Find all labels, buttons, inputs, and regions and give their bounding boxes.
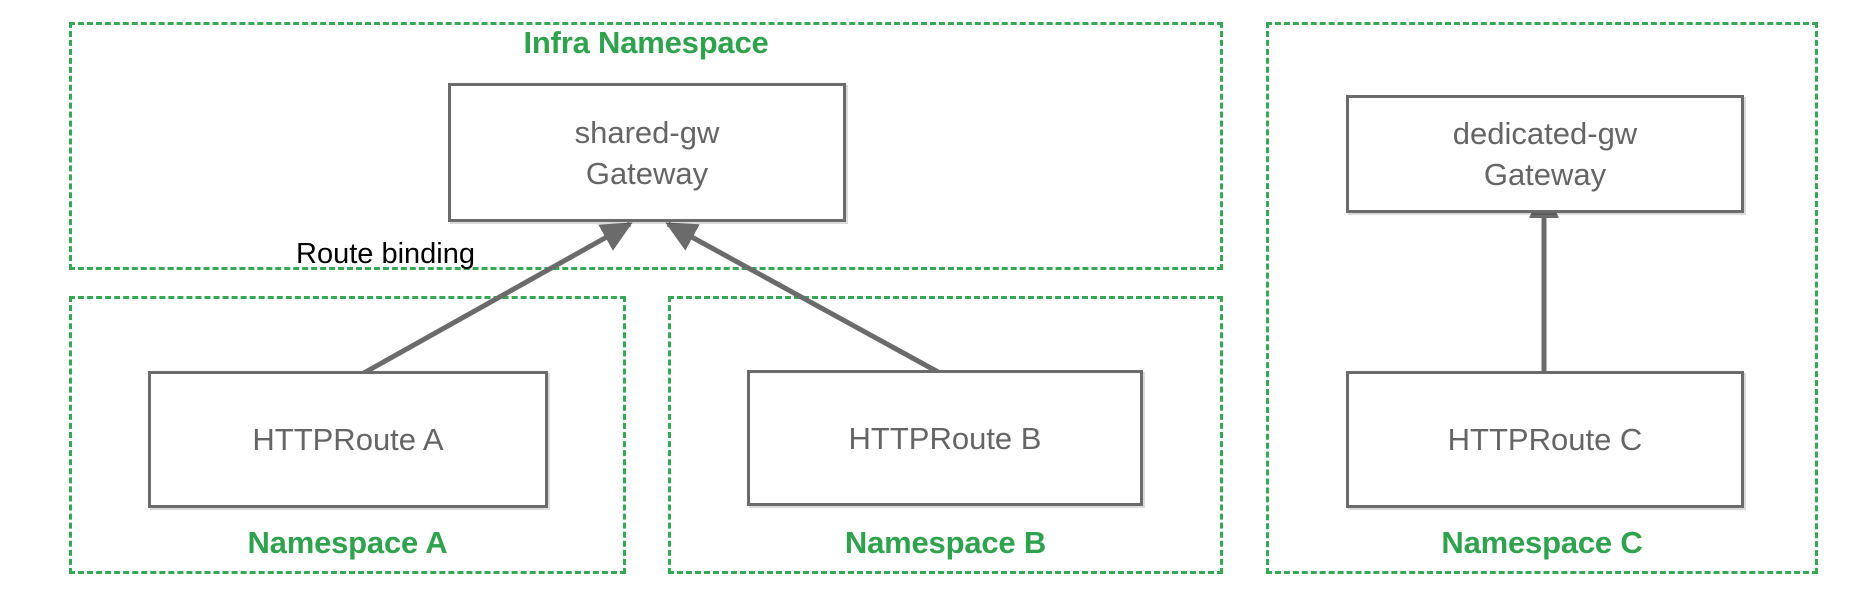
node-shared-gw-line2: Gateway [585, 155, 709, 191]
node-httproute-c[interactable]: HTTPRoute C [1346, 371, 1744, 508]
node-httproute-c-label: HTTPRoute C [1447, 422, 1643, 457]
namespace-c-label: Namespace C [1441, 525, 1643, 560]
namespace-infra-box [69, 22, 1223, 270]
node-shared-gw-line1: shared-gw [574, 114, 720, 150]
node-shared-gw[interactable]: shared-gw Gateway [448, 83, 846, 222]
node-dedicated-gw-line1: dedicated-gw [1452, 116, 1638, 151]
namespace-a-label: Namespace A [247, 525, 448, 560]
node-httproute-b-label: HTTPRoute B [848, 420, 1042, 456]
node-httproute-b[interactable]: HTTPRoute B [747, 370, 1143, 506]
node-dedicated-gw[interactable]: dedicated-gw Gateway [1346, 95, 1744, 213]
namespace-c-box [1266, 22, 1818, 574]
node-httproute-a[interactable]: HTTPRoute A [148, 371, 548, 508]
node-dedicated-gw-line2: Gateway [1483, 157, 1607, 192]
namespace-b-label: Namespace B [844, 525, 1047, 560]
node-httproute-a-label: HTTPRoute A [252, 422, 444, 457]
edge-label-route-binding: Route binding [296, 238, 475, 270]
namespace-infra-label: Infra Namespace [523, 25, 769, 60]
